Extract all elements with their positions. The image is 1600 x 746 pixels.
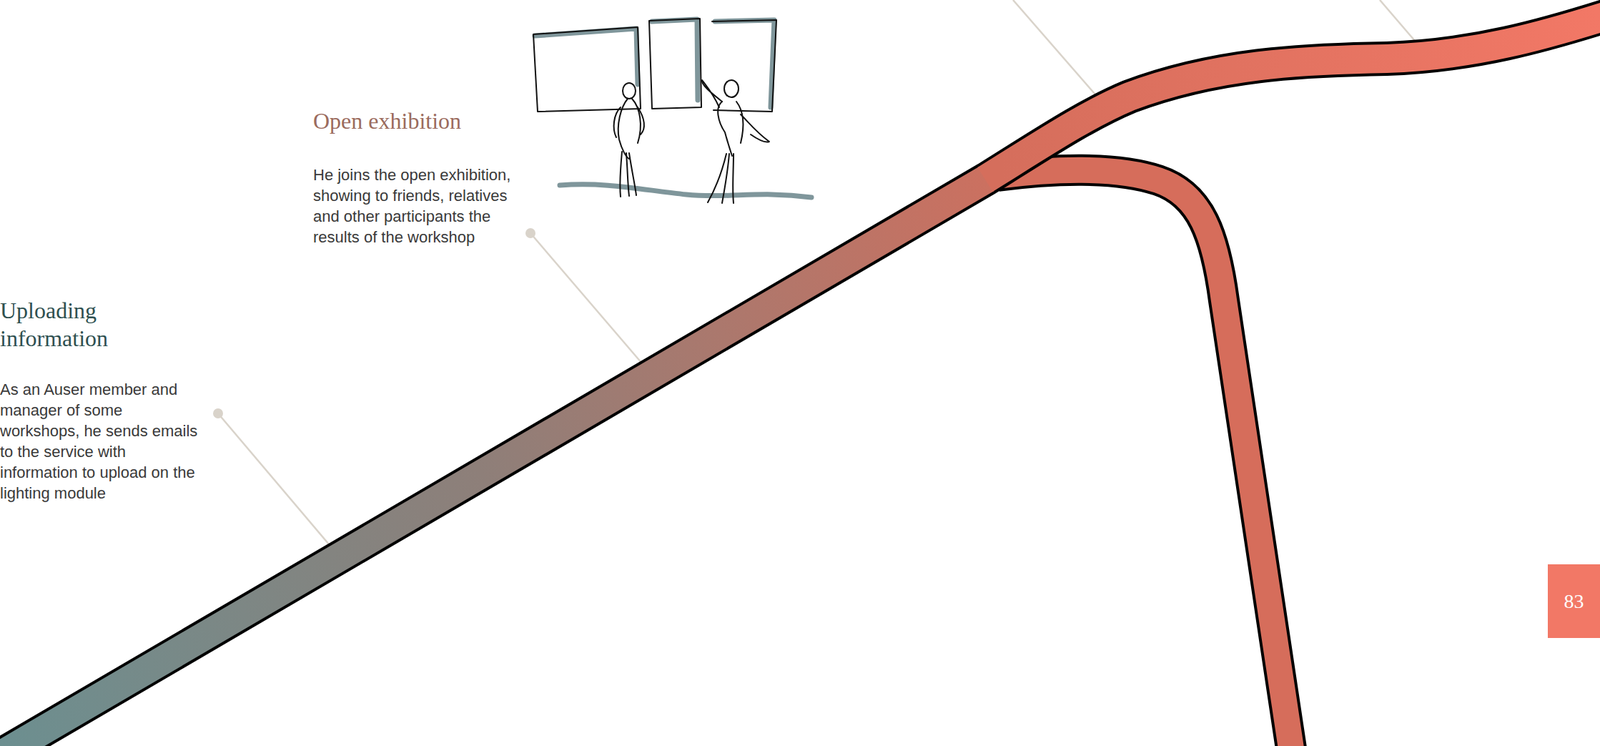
page-number-box: 83: [1547, 564, 1600, 638]
exhibition-sketch: [533, 18, 812, 204]
leader-line: [1379, 0, 1420, 46]
leader-dot: [525, 228, 536, 239]
road-branch: [997, 170, 1293, 746]
leader-line: [530, 233, 643, 364]
step-description: He joins the open exhibition, showing to…: [313, 164, 528, 248]
leader-line: [218, 413, 334, 550]
step-heading: Uploading information: [0, 296, 158, 353]
leader-dot: [213, 408, 224, 419]
page-number: 83: [1564, 589, 1585, 613]
step-description: As an Auser member and manager of some w…: [0, 378, 204, 504]
leader-line: [1013, 0, 1101, 101]
step-heading: Open exhibition: [313, 107, 600, 136]
road-main: [0, 12, 1600, 746]
